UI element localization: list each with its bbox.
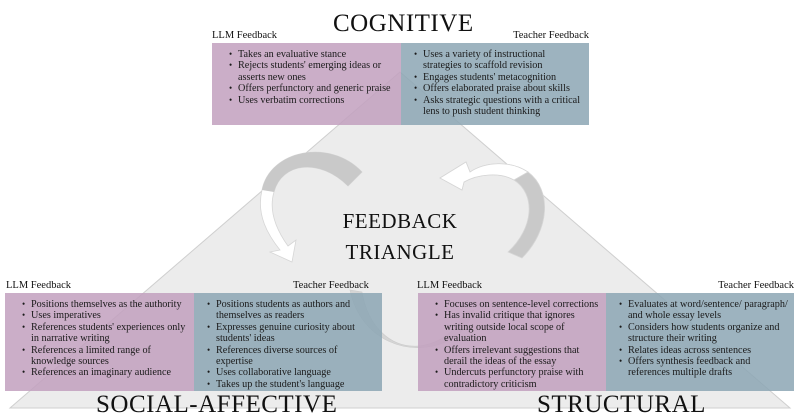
cognitive-title: COGNITIVE (333, 10, 474, 37)
list-item: References students' experiences only in… (22, 322, 188, 345)
social-teacher-header: Teacher Feedback (293, 280, 369, 291)
structural-llm-panel: Focuses on sentence-level corrections Ha… (418, 293, 606, 391)
social-llm-header: LLM Feedback (6, 280, 72, 291)
cognitive-teacher-list: Uses a variety of instructional strategi… (413, 49, 583, 117)
list-item: Asks strategic questions with a critical… (414, 95, 583, 118)
center-title-line2: TRIANGLE (345, 240, 455, 264)
list-item: Uses imperatives (22, 310, 188, 322)
list-item: Takes up the student's language (207, 379, 376, 391)
cognitive-llm-list: Takes an evaluative stance Rejects stude… (228, 49, 395, 106)
list-item: References a limited range of knowledge … (22, 345, 188, 368)
list-item: Uses collaborative language (207, 367, 376, 379)
structural-teacher-panel: Evaluates at word/sentence/ paragraph/ a… (606, 293, 794, 391)
list-item: Has invalid critique that ignores writin… (435, 310, 600, 344)
list-item: Offers synthesis feedback and references… (619, 356, 788, 379)
social-affective-title: SOCIAL-AFFECTIVE (96, 391, 338, 418)
list-item: References an imaginary audience (22, 367, 188, 379)
list-item: Focuses on sentence-level corrections (435, 299, 600, 311)
center-title-line1: FEEDBACK (342, 209, 458, 233)
structural-llm-header: LLM Feedback (417, 280, 483, 291)
feedback-triangle-title: FEEDBACK TRIANGLE (300, 206, 500, 268)
list-item: Expresses genuine curiosity about studen… (207, 322, 376, 345)
list-item: Considers how students organize and stru… (619, 322, 788, 345)
list-item: Offers perfunctory and generic praise (229, 83, 395, 95)
cognitive-llm-panel: Takes an evaluative stance Rejects stude… (212, 43, 401, 125)
social-teacher-list: Positions students as authors and themse… (206, 299, 376, 391)
list-item: Rejects students' emerging ideas or asse… (229, 60, 395, 83)
structural-llm-list: Focuses on sentence-level corrections Ha… (434, 299, 600, 390)
cognitive-llm-header: LLM Feedback (212, 30, 278, 41)
list-item: Evaluates at word/sentence/ paragraph/ a… (619, 299, 788, 322)
social-teacher-panel: Positions students as authors and themse… (194, 293, 382, 391)
arrow-cognitive-gray-band (262, 152, 362, 192)
list-item: Positions students as authors and themse… (207, 299, 376, 322)
list-item: References diverse sources of expertise (207, 345, 376, 368)
list-item: Takes an evaluative stance (229, 49, 395, 61)
list-item: Relates ideas across sentences (619, 345, 788, 357)
list-item: Undercuts perfunctory praise with contra… (435, 367, 600, 390)
structural-title: STRUCTURAL (537, 391, 706, 418)
cognitive-teacher-header: Teacher Feedback (513, 30, 589, 41)
list-item: Positions themselves as the authority (22, 299, 188, 311)
cognitive-teacher-panel: Uses a variety of instructional strategi… (401, 43, 589, 125)
social-llm-list: Positions themselves as the authority Us… (21, 299, 188, 379)
list-item: Offers irrelevant suggestions that derai… (435, 345, 600, 368)
list-item: Offers elaborated praise about skills (414, 83, 583, 95)
list-item: Uses verbatim corrections (229, 95, 395, 107)
structural-teacher-header: Teacher Feedback (718, 280, 794, 291)
arrow-structural-white-head (439, 161, 529, 191)
social-llm-panel: Positions themselves as the authority Us… (5, 293, 194, 391)
list-item: Uses a variety of instructional strategi… (414, 49, 583, 72)
structural-teacher-list: Evaluates at word/sentence/ paragraph/ a… (618, 299, 788, 379)
list-item: Engages students' metacognition (414, 72, 583, 84)
